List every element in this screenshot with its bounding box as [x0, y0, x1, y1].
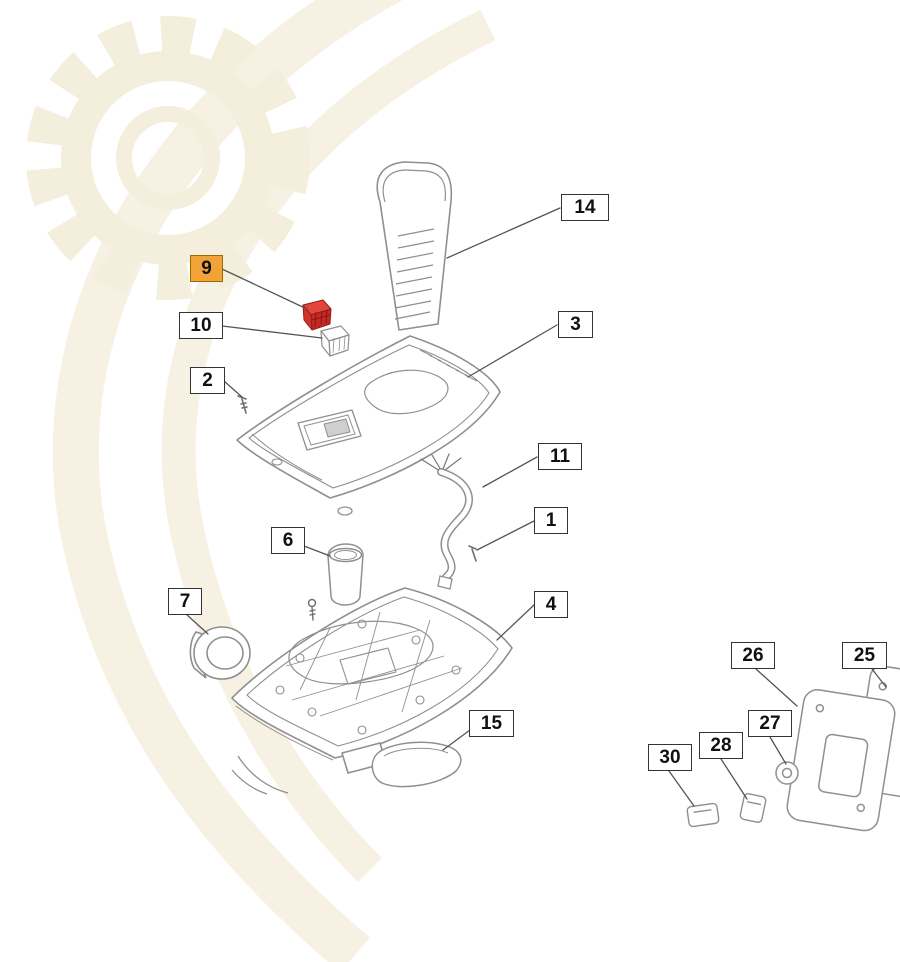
part-label-28[interactable]: 28 [699, 732, 743, 759]
part-label-2[interactable]: 2 [190, 367, 225, 394]
part-label-25[interactable]: 25 [842, 642, 887, 669]
part-cylinder-6 [307, 543, 364, 621]
part-cable-11 [420, 453, 473, 590]
part-label-15[interactable]: 15 [469, 710, 514, 737]
part-bracket-30 [686, 802, 720, 828]
part-ring-27 [775, 761, 799, 785]
part-bracket-28 [739, 793, 767, 823]
part-label-10[interactable]: 10 [179, 312, 223, 339]
part-switch-9-highlighted [302, 299, 332, 331]
part-screw-2 [237, 395, 248, 414]
part-label-14[interactable]: 14 [561, 194, 609, 221]
part-label-6[interactable]: 6 [271, 527, 305, 554]
part-grommet-7 [189, 626, 251, 680]
part-top-cover-3 [236, 335, 501, 499]
part-fragment-bottom-left [231, 755, 289, 795]
part-flap-15 [371, 741, 462, 788]
part-handle-14 [376, 161, 453, 331]
part-label-3[interactable]: 3 [558, 311, 593, 338]
part-label-27[interactable]: 27 [748, 710, 792, 737]
part-label-4[interactable]: 4 [534, 591, 568, 618]
leader-lines [185, 207, 887, 807]
part-switch-10 [320, 325, 350, 357]
part-pin-1 [468, 545, 477, 562]
part-label-1[interactable]: 1 [534, 507, 568, 534]
gear-watermark-icon [26, 16, 310, 300]
part-label-30[interactable]: 30 [648, 744, 692, 771]
part-label-26[interactable]: 26 [731, 642, 775, 669]
part-label-9[interactable]: 9 [190, 255, 223, 282]
part-label-11[interactable]: 11 [538, 443, 582, 470]
part-plate-26 [786, 689, 896, 832]
part-label-7[interactable]: 7 [168, 588, 202, 615]
part-small-oval [337, 506, 353, 516]
